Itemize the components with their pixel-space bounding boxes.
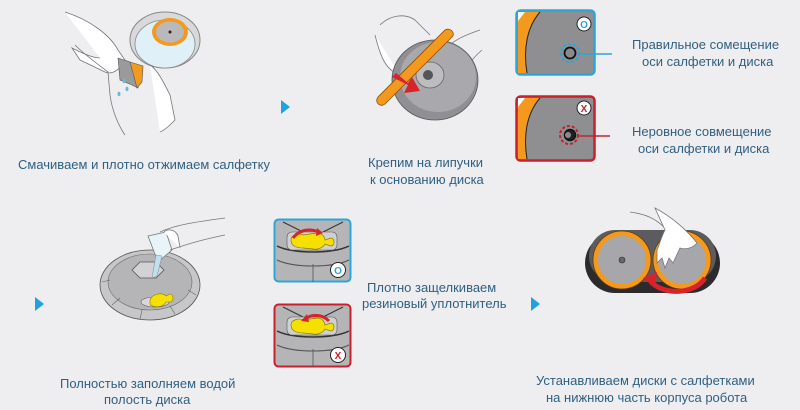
step3-caption-line2: полость диска — [104, 392, 191, 407]
wring-pad-illustration — [64, 11, 201, 136]
step-arrow-icon — [531, 297, 540, 311]
seal-incorrect-badge-x: X — [335, 351, 342, 362]
seal-incorrect-panel: X — [273, 303, 352, 368]
incorrect-alignment-line1: Неровное совмещение — [632, 124, 772, 139]
step2-caption-line1: Крепим на липучки — [368, 155, 484, 170]
step4-caption-line1: Плотно защелкиваем — [367, 280, 497, 295]
step1-caption: Смачиваем и плотно отжимаем салфетку — [18, 157, 270, 172]
mount-discs-illustration — [585, 207, 720, 294]
correct-alignment-line2: оси салфетки и диска — [642, 54, 774, 69]
incorrect-badge-x: X — [581, 104, 588, 115]
attach-pad-illustration — [374, 15, 483, 121]
step-arrow-icon — [281, 100, 290, 114]
seal-correct-badge-o: O — [334, 266, 342, 277]
step5-caption-line1: Устанавливаем диски с салфетками — [536, 373, 755, 388]
step-arrow-icon — [35, 297, 44, 311]
fill-water-illustration — [99, 217, 226, 321]
seal-correct-panel: O — [273, 218, 352, 283]
step4-caption-line2: резиновый уплотнитель — [362, 296, 507, 311]
step5-caption-line2: на нижнюю часть корпуса робота — [546, 390, 748, 405]
correct-badge-o: O — [580, 20, 588, 31]
step2-caption-line2: к основанию диска — [370, 172, 484, 187]
incorrect-alignment-panel: X — [515, 95, 610, 162]
correct-alignment-panel: O — [515, 9, 612, 76]
correct-alignment-line1: Правильное сомещение — [632, 37, 780, 52]
incorrect-alignment-line2: оси салфетки и диска — [638, 141, 770, 156]
step3-caption-line1: Полностью заполняем водой — [60, 376, 236, 391]
